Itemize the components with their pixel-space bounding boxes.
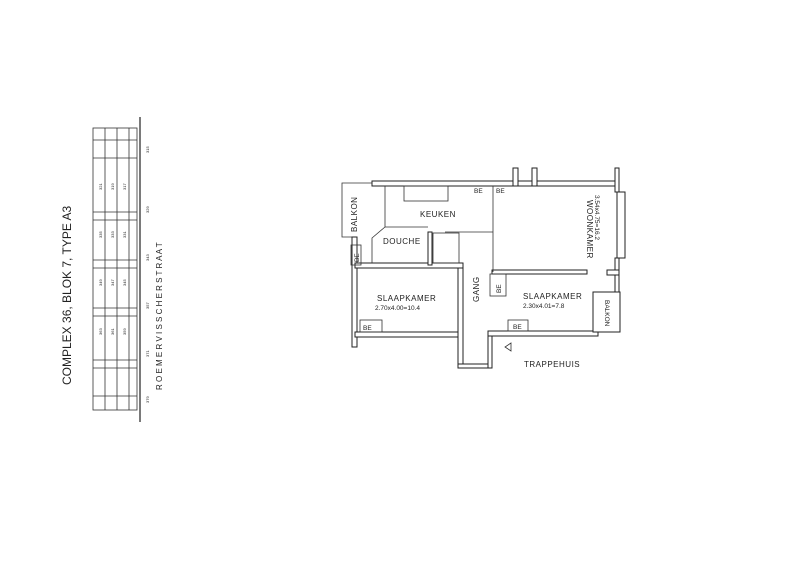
room-woonkamer: WOONKAMER [585, 200, 594, 259]
unit-number: 317 [122, 183, 127, 190]
be-label: BE [513, 324, 522, 331]
unit-number: 361 [110, 328, 115, 335]
room-douche: DOUCHE [383, 237, 421, 246]
plan-title: COMPLEX 36, BLOK 7, TYPE A3 [60, 205, 74, 385]
unit-number: 363 [98, 328, 103, 335]
street-name: R O E M E R V I S S C H E R S T R A A T [155, 242, 164, 390]
unit-number: 319 [110, 183, 115, 190]
street-number: 379 [145, 396, 150, 403]
be-label: BE [496, 284, 503, 293]
apartment-plan [341, 167, 626, 369]
room-slaapkamer-2: SLAAPKAMER [523, 292, 582, 301]
room-balkon-left: BALKON [350, 197, 359, 232]
street-number: 357 [145, 302, 150, 309]
room-keuken: KEUKEN [420, 210, 456, 219]
unit-number: 347 [110, 279, 115, 286]
room-slaapkamer-1-size: 2.70x4.00=10.4 [375, 305, 420, 312]
street-number: 329 [145, 206, 150, 213]
room-slaapkamer-2-size: 2.30x4.01=7.8 [523, 303, 565, 310]
unit-number: 331 [122, 231, 127, 238]
unit-number: 333 [110, 231, 115, 238]
street-number: 315 [145, 146, 150, 153]
unit-number: 345 [122, 279, 127, 286]
unit-number: 335 [98, 231, 103, 238]
street-number: 371 [145, 350, 150, 357]
street-number: 343 [145, 254, 150, 261]
site-plan: COMPLEX 36, BLOK 7, TYPE A3 R O E M E R … [60, 117, 164, 422]
room-balkon-right: BALKON [603, 300, 610, 327]
be-label: BE [496, 188, 505, 195]
unit-number: 321 [98, 183, 103, 190]
room-trappehuis: TRAPPEHUIS [524, 360, 580, 369]
be-label: BE [354, 253, 361, 262]
unit-number: 349 [98, 279, 103, 286]
be-label: BE [363, 325, 372, 332]
be-label: BE [474, 188, 483, 195]
room-woonkamer-size: 3.54x4.75=16.2 [593, 195, 600, 240]
unit-number: 359 [122, 328, 127, 335]
room-gang: GANG [472, 276, 481, 302]
room-slaapkamer-1: SLAAPKAMER [377, 294, 436, 303]
